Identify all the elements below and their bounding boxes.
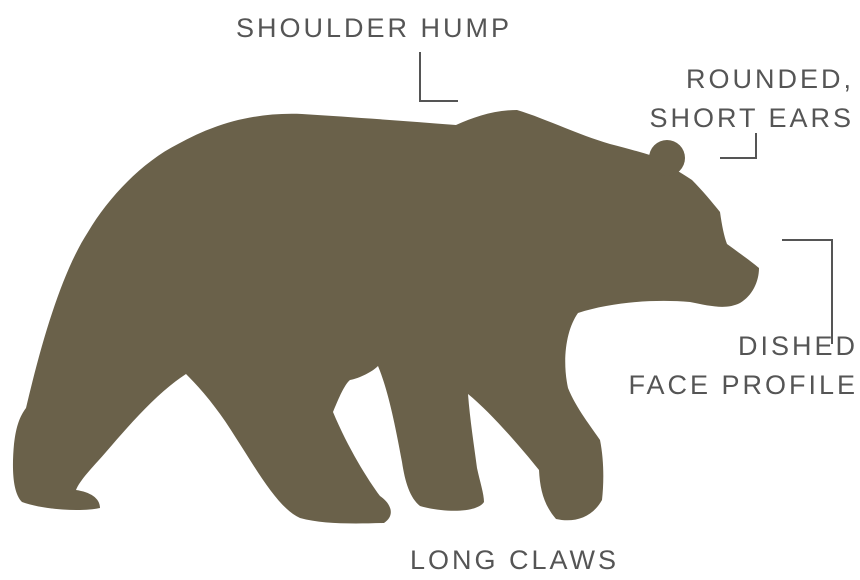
label-face-line-1: DISHED	[628, 327, 858, 366]
label-face-line-2: FACE PROFILE	[628, 366, 858, 405]
label-shoulder-hump: SHOULDER HUMP	[236, 9, 512, 48]
label-rounded-short-ears: ROUNDED, SHORT EARS	[649, 60, 854, 138]
leader-line-shoulder-hump	[420, 52, 458, 101]
bear-ear	[649, 140, 685, 176]
label-shoulder-hump-line-1: SHOULDER HUMP	[236, 9, 512, 48]
label-long-claws: LONG CLAWS	[410, 541, 619, 580]
grizzly-bear-silhouette-icon	[13, 110, 759, 523]
bear-body	[13, 110, 759, 523]
label-claws-line-1: LONG CLAWS	[410, 541, 619, 580]
label-dished-face-profile: DISHED FACE PROFILE	[628, 327, 858, 405]
label-ears-line-2: SHORT EARS	[649, 99, 854, 138]
label-ears-line-1: ROUNDED,	[649, 60, 854, 99]
